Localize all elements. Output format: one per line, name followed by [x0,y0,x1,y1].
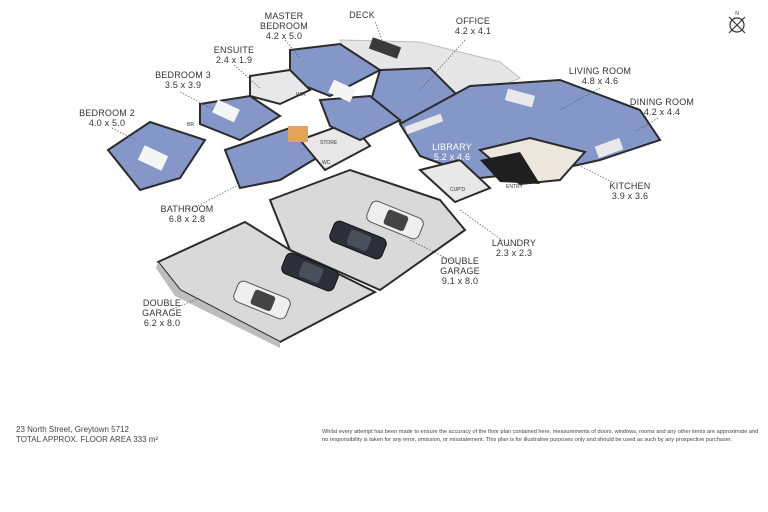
leader-lines [111,21,659,311]
car-2 [329,220,387,260]
compass-icon: N [728,11,746,34]
car-1 [366,200,424,240]
footer-address-block: 23 North Street, Greytown 5712 TOTAL APP… [16,425,158,445]
table-dining [594,137,624,159]
bedroom3-floor [199,94,282,142]
hall-floor [318,94,402,142]
label-store: STORE [320,140,338,146]
label-entry: ENTRY [506,184,523,190]
bed-master [328,79,356,103]
bed-bedroom2 [137,145,169,171]
deck-table [368,37,402,59]
label-wc: WC [322,160,331,166]
total-area: TOTAL APPROX. FLOOR AREA 333 m² [16,435,159,444]
disclaimer: Whilst every attempt has been made to en… [322,429,759,443]
sofa-living [504,88,536,108]
label-wir: WIR [296,92,306,98]
ensuite-floor [249,68,312,106]
address: 23 North Street, Greytown 5712 [16,425,129,434]
entry-dark [480,152,540,184]
label-cupd: CUP'D [450,187,466,193]
garage-left-wall [156,262,280,348]
svg-text:N: N [735,11,739,17]
label-br: BR [187,122,194,128]
orange-box [288,126,308,142]
label-deck: DECK [349,10,375,20]
bed-bedroom3 [212,99,240,123]
laundry-floor [417,158,492,204]
car-3 [281,252,339,292]
shelf-library [404,113,444,135]
car-4 [233,280,291,320]
